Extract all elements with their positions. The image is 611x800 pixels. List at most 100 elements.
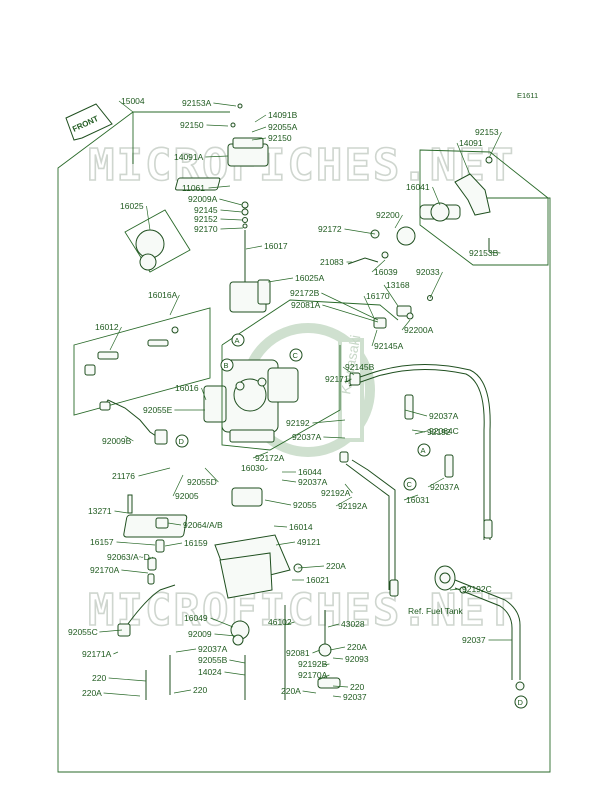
part-label: 92081 bbox=[286, 648, 310, 658]
leader-line bbox=[205, 155, 229, 158]
part-label: 92171 bbox=[325, 374, 349, 384]
leader-line bbox=[245, 245, 263, 250]
leader-line bbox=[342, 366, 355, 376]
fuel-valve-assembly bbox=[434, 565, 525, 691]
part-label: 92037A bbox=[429, 411, 459, 421]
leader-line bbox=[317, 674, 330, 681]
throttle-slide bbox=[229, 279, 271, 313]
part-label: 92170A bbox=[90, 565, 120, 575]
leader-line bbox=[220, 227, 244, 230]
leader-line bbox=[332, 695, 342, 698]
leader-line bbox=[146, 205, 151, 231]
drain-hose bbox=[117, 584, 176, 637]
part-label: 49121 bbox=[297, 537, 321, 547]
part-label: 92064/A/B bbox=[183, 520, 223, 530]
ref-fuel-tank-note: Ref. Fuel Tank bbox=[408, 606, 463, 616]
diagram-code: E1611 bbox=[517, 91, 538, 100]
part-label: 92192B bbox=[298, 659, 328, 669]
float-bowl bbox=[123, 487, 291, 646]
part-label: 92037A bbox=[430, 482, 460, 492]
part-label: 92145 bbox=[194, 205, 218, 215]
part-label: 92150 bbox=[268, 133, 292, 143]
leader-line bbox=[488, 131, 502, 159]
leader-line bbox=[344, 483, 353, 494]
throttle-pulley bbox=[347, 149, 549, 329]
leader-line bbox=[118, 100, 134, 113]
part-label: 16157 bbox=[90, 537, 114, 547]
carburetor-body bbox=[203, 359, 299, 443]
part-label: 92055C bbox=[68, 627, 98, 637]
part-label: 92055E bbox=[143, 405, 173, 415]
leader-line bbox=[348, 378, 352, 381]
jet-column bbox=[127, 494, 169, 585]
part-label: 16031 bbox=[406, 495, 430, 505]
part-label: 220A bbox=[82, 688, 102, 698]
part-label: 92170A bbox=[298, 670, 328, 680]
part-label: 16025A bbox=[295, 273, 325, 283]
part-label: 92063/A~D bbox=[107, 552, 150, 562]
throttle-sensor-wire bbox=[99, 399, 168, 445]
leader-line bbox=[332, 657, 344, 660]
leader-line bbox=[432, 186, 441, 206]
leader-line bbox=[275, 541, 296, 546]
leader-line bbox=[167, 522, 182, 526]
leader-line bbox=[322, 304, 379, 323]
part-label: 16012 bbox=[95, 322, 119, 332]
leader-line bbox=[147, 556, 154, 561]
leader-line bbox=[488, 251, 501, 254]
svg-text:B: B bbox=[224, 361, 229, 370]
leader-line bbox=[327, 623, 340, 628]
svg-text:C: C bbox=[407, 480, 413, 489]
leader-line bbox=[371, 259, 386, 273]
part-label: 92172A bbox=[255, 453, 285, 463]
leader-line bbox=[363, 295, 375, 319]
part-label: 92172B bbox=[290, 288, 320, 298]
leader-line bbox=[220, 209, 243, 213]
part-label: 92192 bbox=[427, 427, 451, 437]
main-frame bbox=[57, 111, 551, 773]
part-label: 16025 bbox=[120, 201, 144, 211]
leader-line bbox=[201, 387, 207, 401]
leader-line bbox=[251, 137, 267, 141]
part-label: 14091 bbox=[459, 138, 483, 148]
part-label: 92152 bbox=[194, 214, 218, 224]
part-label: 92055A bbox=[268, 122, 298, 132]
leader-line bbox=[312, 419, 346, 424]
part-label: 92055B bbox=[198, 655, 228, 665]
leader-line bbox=[427, 477, 445, 488]
leader-line bbox=[281, 479, 297, 483]
part-label: 43028 bbox=[341, 619, 365, 629]
part-label: 220A bbox=[281, 686, 301, 696]
leader-line bbox=[267, 277, 294, 283]
leader-line bbox=[206, 124, 229, 127]
front-arrow: FRONT bbox=[65, 103, 113, 141]
part-label: 14091B bbox=[268, 110, 298, 120]
leader-line bbox=[321, 292, 379, 321]
part-label: 92037A bbox=[198, 644, 228, 654]
diaphragm-box bbox=[124, 209, 191, 273]
part-label: 92093 bbox=[345, 654, 369, 664]
part-label: 11061 bbox=[182, 183, 205, 193]
leader-line bbox=[214, 633, 237, 637]
part-label: 92033 bbox=[416, 267, 440, 277]
part-label: 92081A bbox=[291, 300, 321, 310]
part-label: 16014 bbox=[289, 522, 313, 532]
svg-text:D: D bbox=[518, 698, 524, 707]
leader-line bbox=[219, 198, 243, 206]
part-label: 92150 bbox=[180, 120, 204, 130]
leader-line bbox=[252, 451, 269, 459]
leader-line bbox=[302, 690, 317, 694]
leader-line bbox=[322, 663, 330, 666]
leader-line bbox=[394, 214, 403, 229]
leader-line bbox=[414, 430, 428, 435]
leader-line bbox=[323, 436, 346, 439]
part-label: 14024 bbox=[198, 667, 222, 677]
leader-line bbox=[284, 621, 295, 626]
leader-line bbox=[172, 474, 184, 497]
leader-line bbox=[332, 685, 349, 688]
leader-line bbox=[109, 326, 122, 351]
part-label: 92153 bbox=[475, 127, 499, 137]
leader-line bbox=[121, 569, 149, 574]
part-label: 220 bbox=[350, 682, 364, 692]
part-label: 92037 bbox=[462, 635, 486, 645]
